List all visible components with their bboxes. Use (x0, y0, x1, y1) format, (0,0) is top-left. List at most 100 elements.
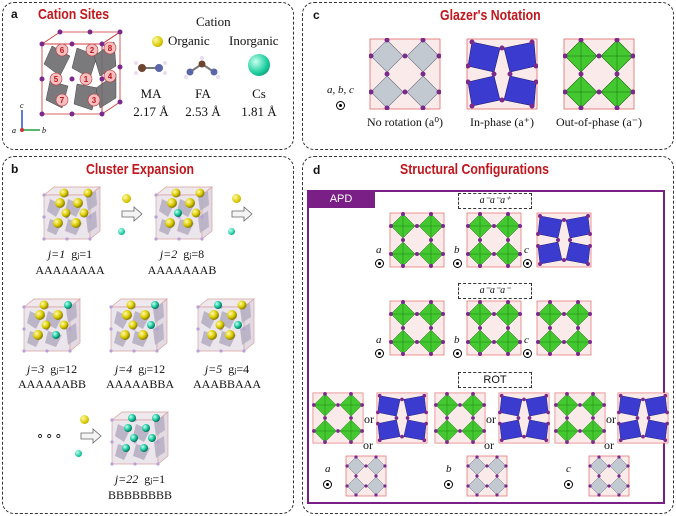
rot-or-b1: or (486, 412, 496, 426)
row2-axis-a-icon (375, 349, 384, 358)
cluster-22-g: gⱼ=1 (144, 472, 166, 486)
cluster-cube-4 (108, 298, 168, 354)
rot-or-c1: or (606, 412, 616, 426)
row2-axis-b-icon (453, 349, 462, 358)
rot-structure-a-green (312, 392, 364, 444)
arrow-yellow-ball-icon (122, 194, 131, 203)
site-number-1: 1 (84, 75, 89, 84)
site-number-8: 8 (108, 44, 113, 53)
apd-tag: APD (307, 190, 375, 208)
inorganic-label: Inorganic (229, 33, 279, 48)
glazer-out-of-phase (563, 38, 635, 110)
row3-label-box: ROT (458, 372, 532, 388)
panel-c-title: Glazer's Notation (440, 7, 541, 24)
cluster-4-g: gⱼ=12 (138, 362, 166, 376)
site-number-5: 5 (54, 75, 59, 84)
glazer-no-rotation (369, 38, 441, 110)
cation-header: Cation (196, 14, 231, 29)
panel-a (2, 2, 294, 150)
glazer-axis-label: a, b, c (327, 84, 354, 96)
panel-b-title: Cluster Expansion (86, 161, 194, 178)
cluster-5-g: gⱼ=4 (228, 362, 250, 376)
row2-axis-b: b (454, 334, 460, 346)
row1-axis-c: c (524, 244, 529, 256)
cluster-2-index: j=2 gⱼ=8 (160, 247, 204, 262)
substitution-arrow-icon (231, 206, 253, 222)
cation-ma-name: MA (140, 86, 162, 101)
row1-axis-a-icon (375, 259, 384, 268)
cluster-3-g: gⱼ=12 (50, 362, 78, 376)
row1-label-box: a⁻a⁻a⁺ (458, 193, 532, 209)
apd-frame (307, 190, 665, 504)
fa-molecule-icon (184, 56, 220, 79)
cluster-1-index: j=1 gⱼ=1 (48, 247, 92, 262)
cluster-2-g: gⱼ=8 (183, 247, 205, 261)
row2-axis-c-icon (523, 349, 532, 358)
glazer-caption-in-phase: In-phase (a⁺) (470, 115, 534, 129)
organic-ball-icon (152, 36, 163, 47)
cation-cs-size: 1.81 Å (241, 104, 277, 119)
rot-structure-b-green (434, 392, 486, 444)
rot-structure-b-blue (498, 392, 550, 444)
panel-b (2, 156, 294, 514)
cluster-cube-1 (41, 186, 101, 242)
panel-a-title: Cation Sites (38, 6, 110, 23)
arrow-teal-ball-icon (75, 450, 82, 457)
cluster-22-j: j=22 (114, 472, 139, 486)
arrow-yellow-ball-icon (80, 415, 89, 424)
row1-structure-b (466, 212, 522, 268)
rot-or-c2: or (604, 438, 614, 452)
cluster-4-config: AAAAABBA (105, 377, 175, 391)
cluster-4-j: j=4 (114, 362, 133, 376)
cation-cs-name: Cs (252, 86, 266, 101)
arrow-teal-ball-icon (228, 228, 235, 235)
row2-structure-a (389, 300, 445, 356)
row2-label-box: a⁻a⁻a⁻ (458, 283, 532, 299)
row3-axis-b: b (446, 463, 452, 475)
substitution-arrow-icon (121, 206, 143, 222)
panel-d (302, 156, 674, 514)
row1-axis-b: b (454, 244, 460, 256)
cluster-3-config: AAAAAABB (17, 377, 87, 391)
panel-d-label: d (313, 163, 321, 177)
cluster-1-g: gⱼ=1 (71, 247, 93, 261)
organic-label: Organic (168, 33, 210, 48)
glazer-caption-out-of-phase: Out-of-phase (a⁻) (556, 115, 642, 129)
rot-structure-a-blue (376, 392, 428, 444)
substitution-arrow-icon (80, 428, 102, 444)
arrow-teal-ball-icon (118, 228, 125, 235)
site-number-7: 7 (60, 96, 65, 105)
cs-ball-icon (248, 54, 270, 76)
axis-a-label: a (12, 126, 16, 135)
row1-axis-a: a (376, 244, 382, 256)
row3-axis-c-icon (564, 480, 573, 489)
row1-structure-a (389, 212, 445, 268)
cluster-2-config: AAAAAAAB (147, 263, 217, 277)
rot-structure-c-gray (588, 455, 630, 497)
rot-or-a2: or (363, 438, 373, 452)
rot-structure-a-gray (345, 455, 387, 497)
axis-triad-a: c a b (12, 101, 46, 135)
row3-axis-a: a (325, 463, 331, 475)
row1-axis-c-icon (523, 259, 532, 268)
axis-c-label: c (20, 101, 24, 110)
row1-structure-c (536, 212, 592, 268)
row3-axis-c: c (566, 463, 571, 475)
rot-or-b2: or (484, 438, 494, 452)
row2-structure-c (536, 300, 592, 356)
cluster-5-config: AAABBAAA (192, 377, 262, 391)
cluster-3-index: j=3 gⱼ=12 (27, 362, 77, 377)
panel-c-label: c (313, 8, 320, 22)
rot-structure-c-blue (617, 392, 669, 444)
cluster-2-j: j=2 (159, 247, 178, 261)
arrow-yellow-ball-icon (232, 194, 241, 203)
row1-axis-b-icon (453, 259, 462, 268)
cluster-cube-5 (195, 298, 255, 354)
cluster-5-j: j=5 (204, 362, 223, 376)
ma-molecule-icon (134, 61, 167, 75)
rot-structure-c-green (554, 392, 606, 444)
site-number-2: 2 (90, 46, 95, 55)
cluster-cube-3 (21, 298, 81, 354)
glazer-caption-no-rotation: No rotation (a⁰) (366, 115, 444, 129)
row2-axis-a: a (376, 334, 382, 346)
